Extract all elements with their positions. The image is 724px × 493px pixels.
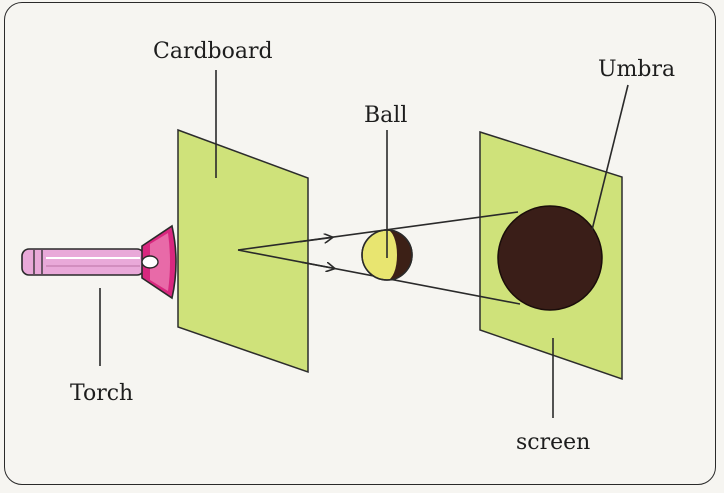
cardboard-label: Cardboard: [153, 39, 273, 64]
umbra-label: Umbra: [598, 57, 675, 82]
torch-label: Torch: [70, 381, 133, 406]
diagram-frame: [4, 2, 716, 485]
screen-label: screen: [516, 430, 590, 455]
ball-dark-side: [387, 230, 412, 280]
torch-body: [21, 248, 145, 276]
ray-upper-arrow: [299, 237, 332, 241]
umbra-shadow: [497, 205, 603, 311]
ray-lower-arrow: [301, 261, 334, 268]
torch-bulb: [141, 255, 159, 269]
umbra-leader: [591, 84, 629, 231]
torch-head-inner: [150, 233, 170, 291]
ball-label: Ball: [364, 103, 407, 128]
